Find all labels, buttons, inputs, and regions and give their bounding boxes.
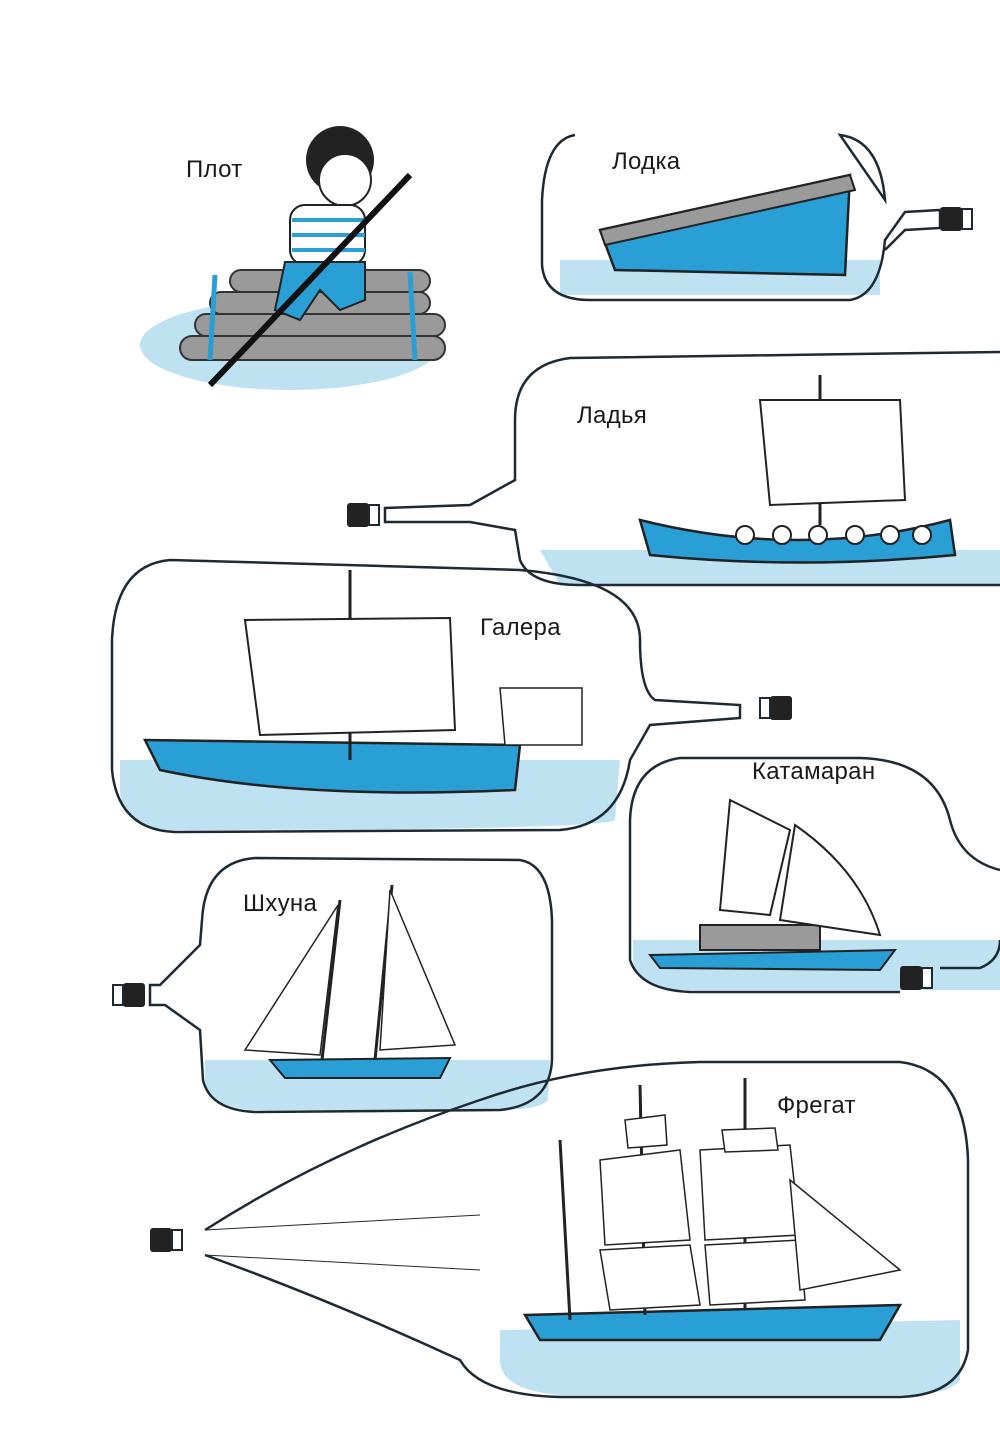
schooner-bottle: [112, 856, 554, 1114]
label-raft: Плот: [186, 156, 243, 183]
label-schooner: Шхуна: [243, 890, 318, 917]
longship-bottle: [346, 350, 1000, 587]
label-galley: Галера: [480, 614, 561, 641]
label-catamaran: Катамаран: [752, 758, 876, 785]
label-boat: Лодка: [612, 148, 681, 175]
boat-bottle: [540, 133, 973, 302]
catamaran-bottle: [628, 756, 1000, 994]
galley-bottle: [110, 558, 793, 834]
raft-scene: [140, 126, 446, 390]
label-frigate: Фрегат: [777, 1092, 856, 1119]
label-longship: Ладья: [577, 402, 648, 429]
frigate-bottle: [149, 1060, 970, 1399]
